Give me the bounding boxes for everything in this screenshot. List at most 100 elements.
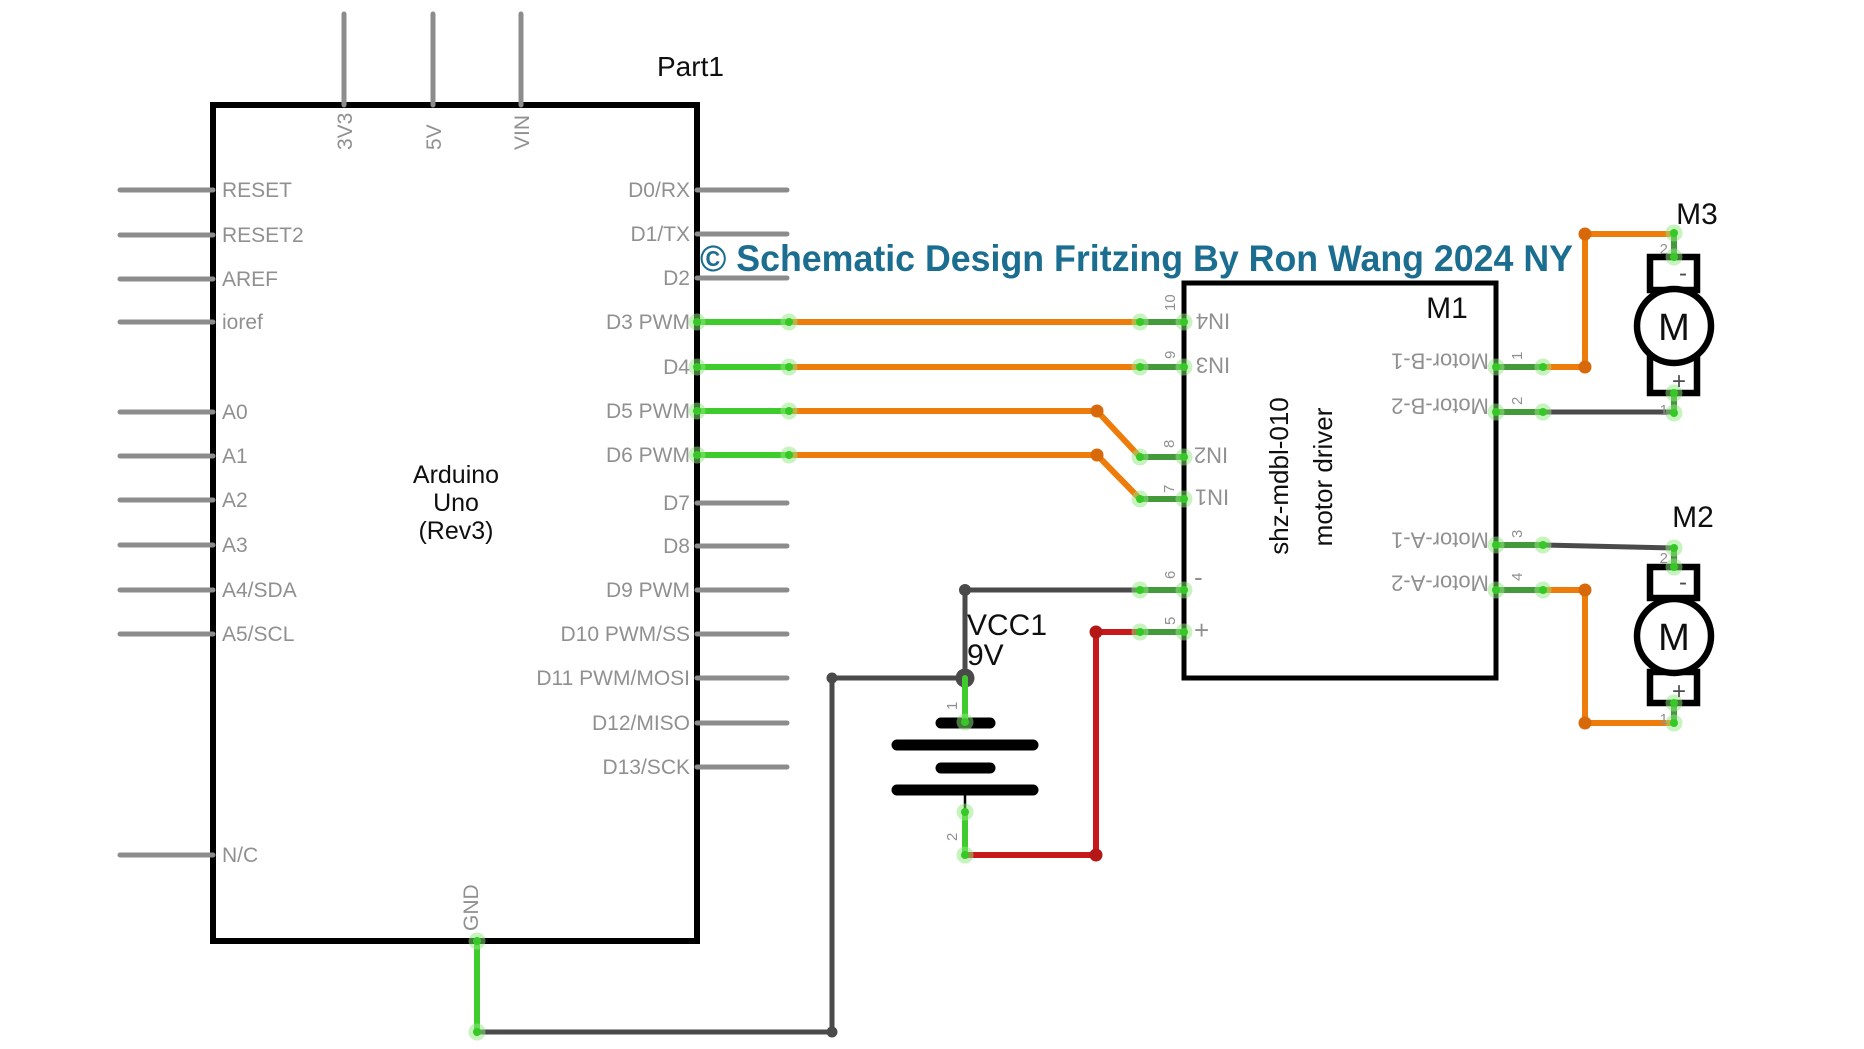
pin-glow-dot (1180, 318, 1188, 326)
bend-dot (1578, 227, 1592, 241)
pin-glow-dot (1180, 495, 1188, 503)
wire-motora1-to-m2[interactable] (1540, 542, 1677, 551)
m2-pin-2: 2 (1660, 550, 1668, 567)
pin-num-7: 7 (1161, 485, 1178, 493)
m3-plus-sign: + (1672, 368, 1686, 395)
pin-label-motorb1: Motor-B-1 (1391, 349, 1489, 374)
bend-dot (1089, 848, 1103, 862)
pin-glow-dot (1180, 453, 1188, 461)
pin-glow-dot (785, 363, 793, 371)
m3-motor-letter: M (1658, 307, 1690, 349)
arduino-name-2: Uno (433, 489, 479, 517)
wire-d5-to-in2[interactable] (786, 408, 1143, 460)
pin-glow-dot (1539, 541, 1547, 549)
pin-label-3v3: 3V3 (334, 113, 357, 150)
m2-pin-1: 1 (1660, 711, 1668, 728)
bend-dot (826, 672, 838, 684)
pin-label-d1: D1/TX (630, 223, 690, 246)
battery-symbol[interactable] (891, 717, 1039, 815)
pin-label-gnd: GND (460, 884, 483, 931)
pin-glow-dot (1136, 453, 1144, 461)
motor-m3-symbol[interactable] (1633, 253, 1715, 397)
pin-label-d13: D13/SCK (602, 756, 690, 779)
pin-label-d6: D6 PWM (606, 444, 690, 467)
pin-label-a1: A1 (222, 445, 248, 468)
pin-label-a4: A4/SDA (222, 579, 297, 602)
m3-pin-1: 1 (1660, 402, 1668, 419)
pin-glow-dot (785, 407, 793, 415)
wire-d6-to-in1[interactable] (786, 452, 1143, 502)
pin-glow-dot (1492, 408, 1500, 416)
pin-num-4: 4 (1509, 573, 1526, 581)
pin-label-vin: VIN (511, 115, 534, 150)
pin-glow-dot (1180, 628, 1188, 636)
pin-glow-core (473, 229, 1678, 1036)
pin-label-motora2: Motor-A-2 (1391, 571, 1489, 596)
pin-label-a3: A3 (222, 534, 248, 557)
pin-label-reset: RESET (222, 179, 292, 202)
m3-minus-sign: - (1679, 260, 1687, 287)
pin-glow-dot (473, 937, 481, 945)
pin-glow-dot (1670, 719, 1678, 727)
bend-dot (1090, 448, 1104, 462)
wire-motora2-to-m2[interactable] (1540, 587, 1677, 726)
pin-label-d10: D10 PWM/SS (560, 623, 690, 646)
pin-label-in1: IN1 (1195, 485, 1229, 510)
bend-dot (1089, 625, 1103, 639)
pin-glow-dot (1539, 586, 1547, 594)
pin-label-plus: + (1194, 615, 1209, 645)
pin-glow-dot (1136, 363, 1144, 371)
arduino-name-3: (Rev3) (418, 517, 493, 545)
gray-labels: 3V3 5V VIN RESET RESET2 AREF ioref A0 A1… (222, 113, 1668, 931)
pin-label-d2: D2 (663, 267, 690, 290)
copyright-title: © Schematic Design Fritzing By Ron Wang … (700, 238, 1573, 279)
pin-glow-dot (693, 318, 701, 326)
wire-battery-plus[interactable] (962, 629, 1143, 858)
arduino-body[interactable] (210, 102, 700, 944)
battery-voltage: 9V (967, 639, 1004, 672)
pin-glow-dot (693, 451, 701, 459)
pin-glow-dot (1670, 409, 1678, 417)
wire-gnd-net[interactable] (474, 587, 1143, 1035)
m2-minus-sign: - (1679, 569, 1687, 596)
pin-label-minus: - (1194, 562, 1203, 592)
pin-glow-dot (1492, 363, 1500, 371)
red-bend-dots (1089, 625, 1103, 862)
pin-label-d12: D12/MISO (592, 712, 690, 735)
motor-driver-body[interactable] (1181, 280, 1499, 681)
pin-label-a5: A5/SCL (222, 623, 294, 646)
pin-num-9: 9 (1162, 351, 1179, 359)
pin-glow-dot (1180, 586, 1188, 594)
pin-num-5: 5 (1162, 617, 1179, 625)
pin-label-in2: IN2 (1194, 443, 1228, 468)
battery-pin-1: 1 (944, 702, 961, 710)
pin-num-6: 6 (1162, 571, 1179, 579)
pin-label-a0: A0 (222, 401, 248, 424)
m3-motor-circle (1633, 285, 1715, 367)
pin-glow-dot (1670, 699, 1678, 707)
pin-glow-dot (1670, 563, 1678, 571)
bend-dot (1578, 360, 1592, 374)
arduino-pin-stubs (117, 11, 790, 858)
pin-glow-dot (1492, 541, 1500, 549)
pin-num-8: 8 (1161, 440, 1178, 448)
pin-label-a2: A2 (222, 489, 248, 512)
pin-label-ioref: ioref (222, 311, 263, 334)
pin-num-2: 2 (1509, 397, 1526, 405)
driver-part-type: motor driver (1308, 407, 1338, 546)
pin-glow-dot (1539, 408, 1547, 416)
bend-dot (959, 584, 971, 596)
bend-dot (1578, 716, 1592, 730)
pin-glow-dot (1180, 363, 1188, 371)
pin-label-5v: 5V (423, 124, 446, 150)
m2-motor-circle (1633, 595, 1715, 677)
pin-glow-dot (1670, 253, 1678, 261)
pin-label-d3: D3 PWM (606, 311, 690, 334)
wire-motorb1-to-m3[interactable] (1540, 231, 1677, 370)
pin-glow-dot (1539, 363, 1547, 371)
pin-label-d11: D11 PWM/MOSI (536, 667, 690, 690)
pin-glow-dot (1136, 586, 1144, 594)
pin-glow-dot (1670, 229, 1678, 237)
m2-plus-sign: + (1672, 678, 1686, 705)
m3-pin-2: 2 (1660, 241, 1668, 258)
